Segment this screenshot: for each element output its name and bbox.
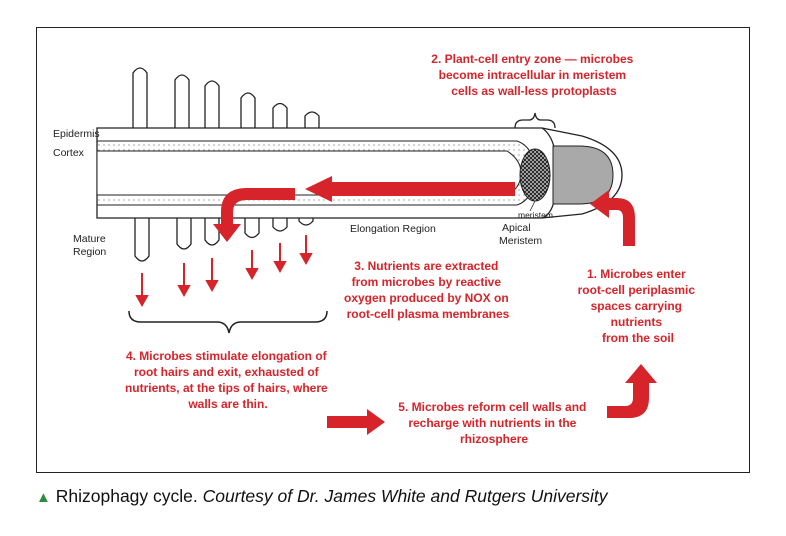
nutrient-flow-arrow xyxy=(305,176,515,202)
curved-arrow-rising xyxy=(607,364,657,418)
figure-caption: ▲ Rhizophagy cycle. Courtesy of Dr. Jame… xyxy=(36,486,608,507)
root-body xyxy=(96,127,558,219)
curved-arrow-into-root xyxy=(590,190,635,246)
caption-triangle-icon: ▲ xyxy=(36,489,51,506)
step1-text: 1. Microbes enter root-cell periplasmic … xyxy=(578,267,699,345)
step4-text: 4. Microbes stimulate elongation of root… xyxy=(125,349,331,411)
mature-label-line2: Region xyxy=(73,246,106,258)
red-arrows xyxy=(213,176,657,435)
caption-credit: Courtesy of Dr. James White and Rutgers … xyxy=(202,486,608,506)
meristem-cells xyxy=(519,148,551,202)
rhizophagy-diagram: Epidermis Cortex Mature Region Elongatio… xyxy=(53,52,699,446)
step5-text: 5. Microbes reform cell walls and rechar… xyxy=(398,400,589,446)
upper-root-hairs xyxy=(132,67,320,128)
step5-arrow xyxy=(327,409,385,435)
entry-zone-brace xyxy=(514,112,556,129)
apical-label-line1: Apical xyxy=(502,222,531,234)
caption-title: Rhizophagy cycle. xyxy=(55,486,198,506)
exit-arrows xyxy=(135,235,313,308)
meristem-leader-line xyxy=(529,200,536,212)
cortex-label: Cortex xyxy=(53,147,85,159)
diagram-frame: Epidermis Cortex Mature Region Elongatio… xyxy=(36,27,750,473)
epidermis-label: Epidermis xyxy=(53,128,100,140)
apical-label-line2: Meristem xyxy=(499,235,542,247)
mature-region-brace xyxy=(128,310,328,334)
curved-arrow-into-hairs xyxy=(213,188,295,242)
elongation-label: Elongation Region xyxy=(350,223,436,235)
root-cap xyxy=(552,145,614,205)
step2-text: 2. Plant-cell entry zone — microbes beco… xyxy=(431,52,636,98)
mature-label-line1: Mature xyxy=(73,233,106,245)
meristem-small-label: meristem xyxy=(518,210,553,220)
step3-text: 3. Nutrients are extracted from microbes… xyxy=(344,259,512,321)
